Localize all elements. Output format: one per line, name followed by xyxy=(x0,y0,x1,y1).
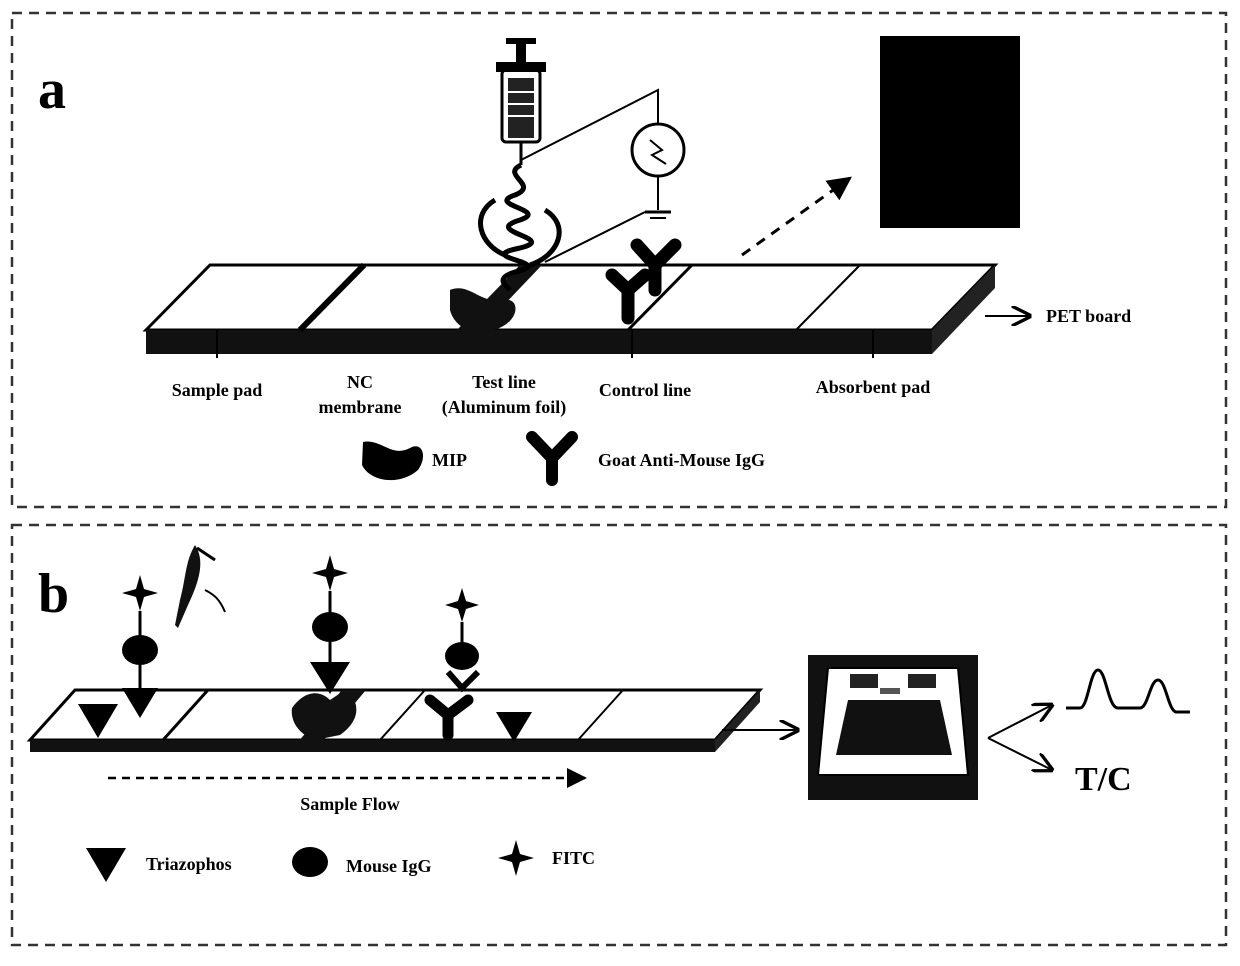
mip-legend-icon xyxy=(362,441,423,480)
legend-triazophos: Triazophos xyxy=(146,854,232,874)
fitc-legend-icon xyxy=(498,840,534,876)
arrow-to-ratio xyxy=(988,738,1052,770)
triazophos-legend-icon xyxy=(86,848,126,882)
label-tc-ratio: T/C xyxy=(1075,761,1132,798)
label-sample-pad: Sample pad xyxy=(172,380,263,400)
conjugate-1 xyxy=(122,575,158,718)
mouse-igg-legend-icon xyxy=(292,847,328,877)
label-nc-1: NC xyxy=(347,372,373,392)
igg-legend-icon xyxy=(532,437,572,480)
legend-igg: Goat Anti-Mouse IgG xyxy=(598,450,765,470)
label-sample-flow: Sample Flow xyxy=(300,794,400,814)
legend-mouse-igg: Mouse IgG xyxy=(346,856,432,876)
panel-a-border xyxy=(12,13,1226,507)
arrow-to-curve xyxy=(988,705,1052,738)
legend-mip: MIP xyxy=(432,450,467,470)
panel-b-letter: b xyxy=(38,563,69,625)
panel-a-letter: a xyxy=(38,59,66,121)
strip-a xyxy=(146,265,995,358)
syringe-icon xyxy=(496,38,546,165)
label-nc-2: membrane xyxy=(319,397,402,417)
strip-reader-device xyxy=(808,655,978,800)
label-absorbent-pad: Absorbent pad xyxy=(816,377,931,397)
conjugate-2-test-line xyxy=(292,555,357,740)
dropper-icon xyxy=(175,545,225,628)
label-control-line: Control line xyxy=(599,380,691,400)
dashed-arrow-a xyxy=(742,178,850,255)
result-image-black xyxy=(880,36,1020,228)
signal-curve xyxy=(1066,670,1190,712)
label-pet-board: PET board xyxy=(1046,306,1131,326)
high-voltage-supply xyxy=(521,90,684,262)
label-test-line-1: Test line xyxy=(472,372,536,392)
label-test-line-2: (Aluminum foil) xyxy=(442,397,567,418)
legend-fitc: FITC xyxy=(552,848,595,868)
